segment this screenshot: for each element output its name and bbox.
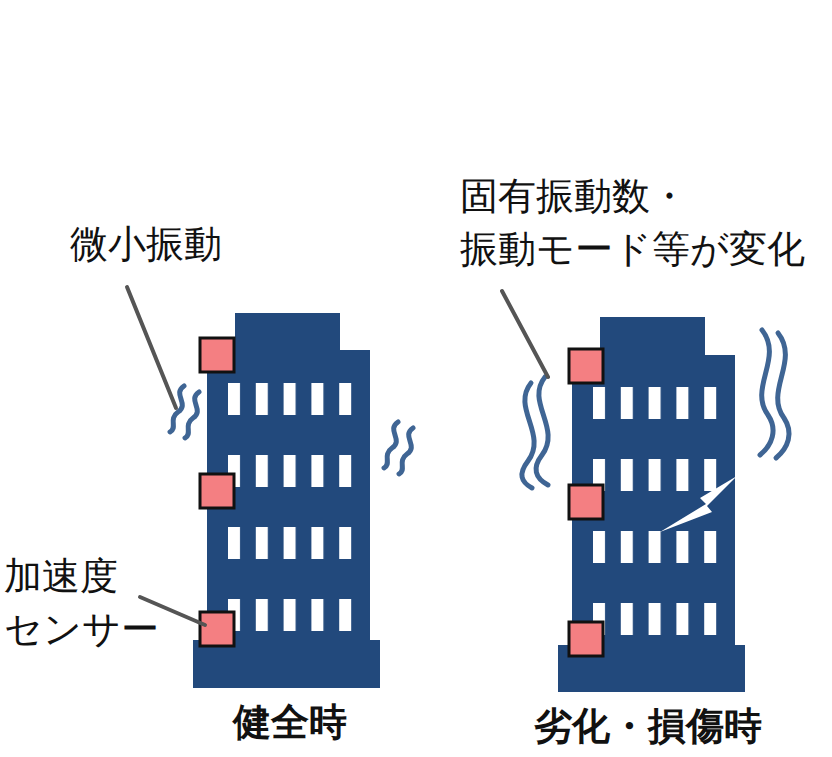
sensors — [200, 338, 603, 656]
windows — [228, 383, 352, 633]
callout-label: 固有振動数・ 振動モード等が変化 — [460, 170, 828, 276]
crack — [660, 476, 737, 532]
vibration-waves — [170, 330, 789, 488]
leader-lines — [127, 287, 548, 625]
callout-label: 加速度 センサー — [4, 550, 194, 656]
building-healthy — [193, 313, 380, 688]
callout-label: 微小振動 — [70, 218, 222, 271]
state-caption: 劣化・損傷時 — [534, 700, 762, 753]
building-damaged — [558, 317, 745, 692]
state-caption: 健全時 — [233, 696, 347, 749]
